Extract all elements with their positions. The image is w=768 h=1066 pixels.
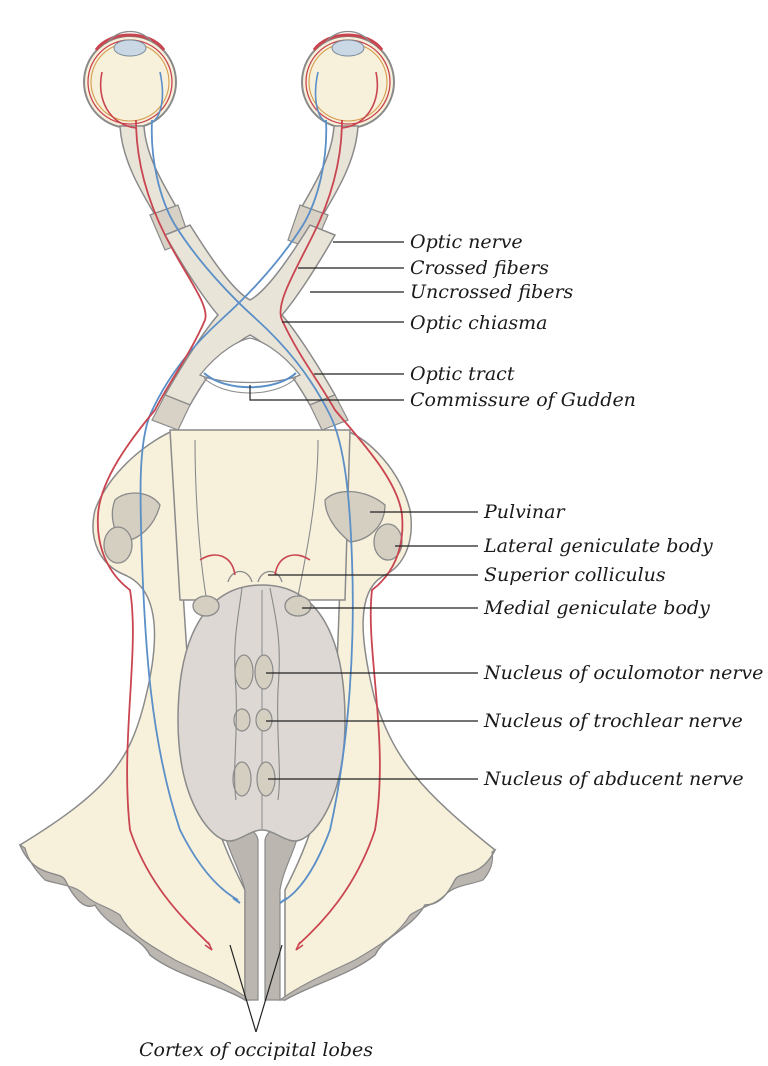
uncrossed-fiber-left-eye	[96, 119, 211, 946]
leader-cortex-right	[255, 944, 283, 1033]
right-eye	[301, 30, 395, 129]
abducent-nucleus-left	[232, 761, 252, 797]
trochlear-nucleus-left	[233, 708, 251, 732]
left-cortex	[18, 843, 252, 1001]
label-lateral-geniculate-body: Lateral geniculate body	[483, 535, 713, 557]
right-pulvinar	[324, 490, 386, 543]
right-lateral-geniculate	[373, 523, 403, 561]
right-medial-geniculate	[284, 595, 312, 617]
label-optic-chiasma: Optic chiasma	[410, 312, 548, 334]
left-medial-geniculate	[192, 595, 220, 617]
label-nucleus-oculomotor: Nucleus of oculomotor nerve	[483, 662, 763, 684]
label-superior-colliculus: Superior colliculus	[484, 564, 666, 586]
superior-colliculus	[227, 570, 283, 583]
uncrossed-fiber-right-eye	[279, 119, 404, 946]
crossed-fiber-right-eye	[139, 119, 328, 901]
label-commissure-of-gudden: Commissure of Gudden	[410, 389, 636, 411]
label-nucleus-abducent: Nucleus of abducent nerve	[483, 768, 744, 790]
structures	[103, 439, 403, 801]
label-pulvinar: Pulvinar	[483, 501, 566, 523]
leader-commissure	[249, 385, 404, 401]
label-nucleus-trochlear: Nucleus of trochlear nerve	[483, 710, 743, 732]
label-optic-nerve: Optic nerve	[410, 231, 523, 253]
label-uncrossed-fibers: Uncrossed fibers	[410, 281, 574, 303]
left-lateral-geniculate	[103, 526, 133, 564]
leader-cortex-left	[229, 944, 257, 1033]
leader-lines	[229, 241, 478, 1033]
labels: Optic nerve Crossed fibers Uncrossed fib…	[139, 231, 763, 1061]
right-cortex	[278, 848, 497, 1001]
oculomotor-nucleus-left	[234, 654, 254, 690]
commissure-of-gudden	[198, 337, 302, 384]
label-crossed-fibers: Crossed fibers	[410, 257, 549, 279]
oculomotor-nucleus-right	[254, 654, 274, 690]
label-cortex-occipital: Cortex of occipital lobes	[139, 1039, 373, 1061]
right-optic-nerve	[298, 125, 359, 221]
trochlear-nucleus-right	[255, 708, 273, 732]
crossed-fiber-left-eye	[150, 119, 354, 901]
left-optic-nerve	[119, 125, 180, 221]
label-optic-tract: Optic tract	[410, 363, 515, 385]
fiber-pathways	[96, 71, 404, 951]
label-medial-geniculate-body: Medial geniculate body	[483, 597, 710, 619]
